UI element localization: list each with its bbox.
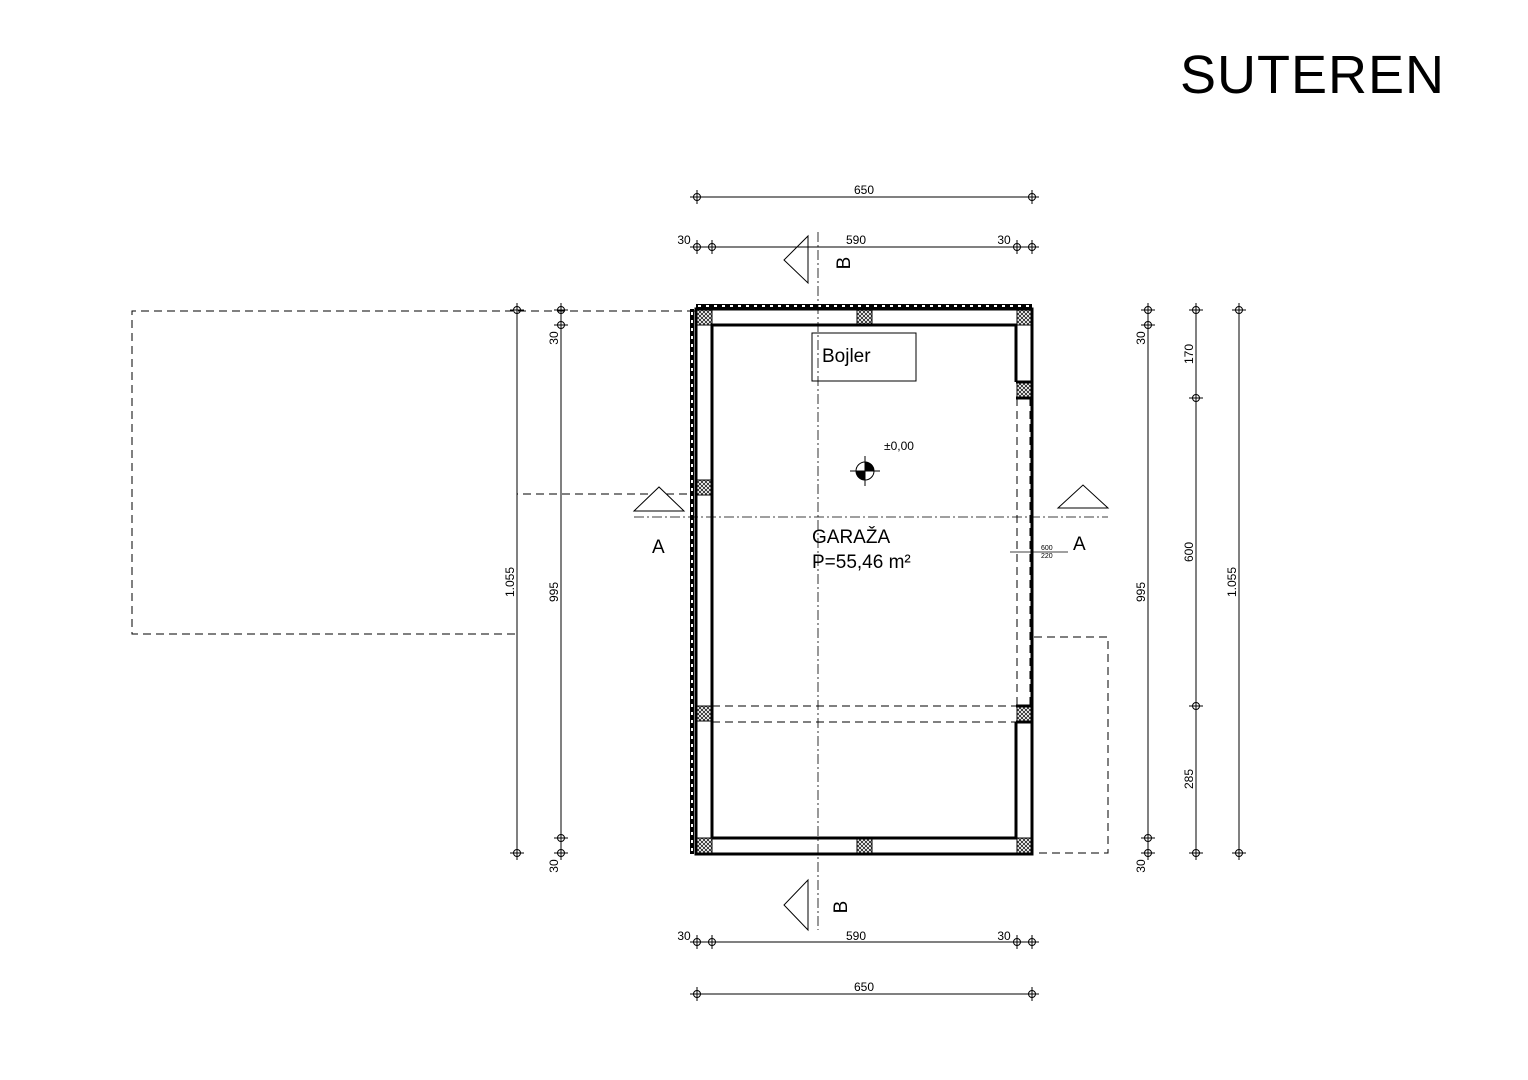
left-dimension-chain: 30 995 30 [547,302,569,873]
top-dimension-total: 650 [689,183,1040,205]
right-dimension-segments: 170 600 285 [1182,302,1204,861]
dim-top-right: 30 [997,233,1011,247]
window-height: 220 [1041,553,1053,560]
dim-left-outer: 1.055 [503,567,517,597]
dim-right-top: 30 [1134,331,1148,345]
dim-bottom-right: 30 [997,929,1011,943]
section-b-bottom-label: B [831,901,852,914]
dim-right-seg1: 170 [1182,344,1196,364]
garage-walls [690,304,1034,856]
dim-right-seg3: 285 [1182,769,1196,789]
drawing-title: SUTEREN [1180,45,1446,105]
room-name: GARAŽA [812,526,890,548]
left-dimension-total: 1.055 [503,302,525,861]
dim-right-seg2: 600 [1182,542,1196,562]
right-dimension-total: 1.055 [1225,302,1247,861]
dim-left-top: 30 [547,331,561,345]
bottom-dimension-total: 650 [689,980,1040,1002]
dim-top-left: 30 [677,233,691,247]
top-dimension-chain: 30 590 30 [677,233,1040,255]
section-line-a: A A [632,484,1110,558]
dim-top-mid: 590 [846,233,866,247]
dashed-outline-right [712,398,1109,854]
dashed-outline-left [131,310,695,635]
window-tag: 600 220 [1010,545,1068,560]
columns [696,309,1033,854]
dim-bottom-total: 650 [854,980,874,994]
dim-bottom-mid: 590 [846,929,866,943]
dim-right-bottom: 30 [1134,859,1148,873]
section-line-b: B B [783,232,855,932]
right-dimension-chain: 30 995 30 [1134,302,1156,873]
section-b-top-label: B [834,257,855,270]
dim-right-outer: 1.055 [1225,567,1239,597]
section-a-left-label: A [652,537,665,558]
boiler: Bojler [811,332,917,382]
dim-bottom-left: 30 [677,929,691,943]
dim-left-inner: 995 [547,582,561,602]
level-label: ±0,00 [884,439,914,453]
window-width: 600 [1041,545,1053,552]
section-a-right-label: A [1073,534,1086,555]
dim-left-bottom: 30 [547,859,561,873]
dim-top-total: 650 [854,183,874,197]
dim-right-inner: 995 [1134,582,1148,602]
level-marker-icon [850,456,880,486]
bottom-dimension-chain: 30 590 30 [677,929,1040,950]
boiler-label: Bojler [822,346,871,367]
room-area: P=55,46 m² [812,552,911,573]
